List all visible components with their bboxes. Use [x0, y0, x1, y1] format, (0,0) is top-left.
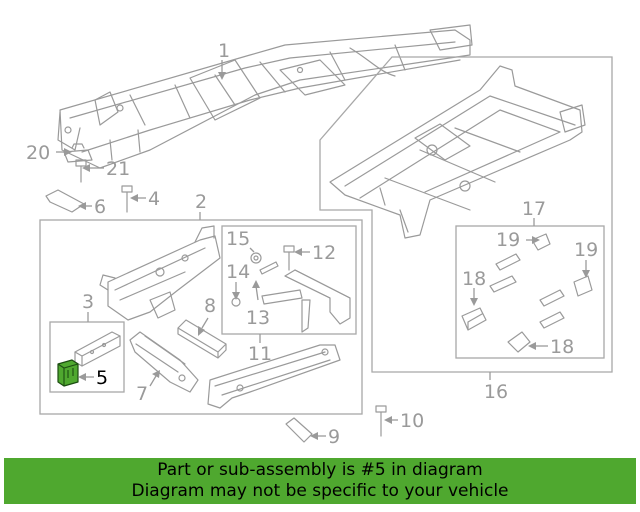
- callout-16: 16: [484, 381, 508, 403]
- callout-11: 11: [248, 343, 272, 365]
- parts-diagram: 1 2 3 4 5 6 7 8 9 10 11 12 13 14 15 16 1…: [26, 24, 613, 448]
- callout-3: 3: [82, 291, 94, 313]
- subassembly-11-box: [221, 225, 357, 343]
- callout-8: 8: [204, 295, 216, 317]
- callout-18-upper: 18: [462, 268, 486, 290]
- rail-part-13-drawing: [261, 269, 351, 333]
- banner-line-2: Diagram may not be specific to your vehi…: [131, 481, 509, 501]
- callout-13: 13: [246, 307, 270, 329]
- subassembly-3-box: [49, 312, 125, 393]
- callout-14: 14: [226, 261, 250, 283]
- callout-15: 15: [226, 228, 250, 250]
- bolt-21-drawing: [75, 159, 87, 183]
- callout-7: 7: [136, 383, 148, 405]
- callout-12: 12: [312, 242, 336, 264]
- bracket-19-drawing: [531, 233, 593, 297]
- callout-18-lower: 18: [550, 336, 574, 358]
- bolt-15-drawing: [250, 252, 262, 264]
- callout-labels: 1 2 3 4 5 6 7 8 9 10 11 12 13 14 15 16 1…: [26, 40, 598, 448]
- callout-5: 5: [96, 367, 108, 389]
- callout-21: 21: [106, 158, 130, 180]
- callout-1: 1: [218, 40, 230, 62]
- callout-9: 9: [328, 426, 340, 448]
- rail-part-7-drawing: [129, 331, 199, 393]
- rear-frame-section-box: [319, 56, 613, 373]
- callout-2: 2: [195, 191, 207, 213]
- bolt-12-drawing: [283, 245, 295, 271]
- bracket-kit-17-box: [455, 218, 605, 359]
- callout-19-right: 19: [574, 239, 598, 261]
- bolt-10-drawing: [375, 405, 387, 437]
- info-banner: Part or sub-assembly is #5 in diagram Di…: [4, 458, 636, 504]
- callout-17: 17: [522, 198, 546, 220]
- leader-lines: [56, 60, 590, 440]
- pad-6-drawing: [45, 189, 85, 213]
- banner-line-1: Part or sub-assembly is #5 in diagram: [157, 460, 483, 480]
- bolt-4-drawing: [121, 185, 133, 213]
- pad-9-drawing: [285, 417, 313, 443]
- callout-20: 20: [26, 142, 50, 164]
- rail-part-11-drawing: [207, 344, 341, 409]
- rail-part-8-drawing: [177, 319, 227, 359]
- callout-4: 4: [148, 188, 160, 210]
- frame-assembly-drawing: [57, 24, 473, 169]
- front-frame-section-box: [39, 212, 363, 415]
- bracket-3-drawing: [74, 331, 121, 367]
- bracket-18-drawing: [461, 253, 565, 353]
- callout-6: 6: [94, 196, 106, 218]
- bracket-20-drawing: [63, 143, 93, 163]
- callout-10: 10: [400, 410, 424, 432]
- callout-19-left: 19: [496, 229, 520, 251]
- highlighted-part-5: [57, 359, 79, 387]
- front-crossmember-drawing: [99, 225, 221, 321]
